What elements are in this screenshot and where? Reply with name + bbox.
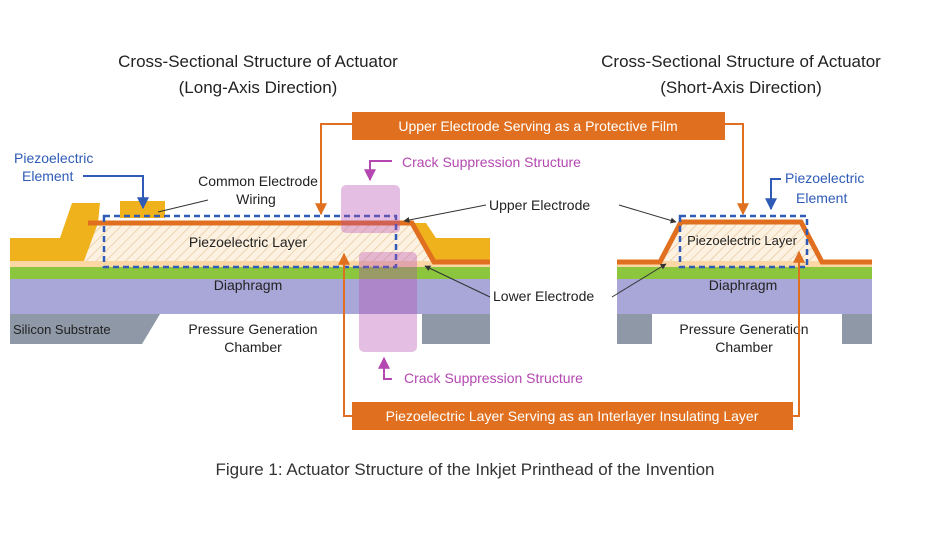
- diaphragm-right: [617, 279, 872, 314]
- figure-caption: Figure 1: Actuator Structure of the Inkj…: [216, 460, 715, 479]
- pressure-chamber-right-line2: Chamber: [715, 339, 773, 355]
- piezo-element-arrow-right: [765, 178, 781, 211]
- protective-film-box: [352, 112, 725, 140]
- insulating-arrow-left: [338, 252, 352, 417]
- silicon-substrate-left: [10, 314, 142, 344]
- piezo-layer-right-shape: [662, 222, 820, 261]
- piezo-element-arrow-left: [83, 175, 149, 210]
- right-title-line1: Cross-Sectional Structure of Actuator: [601, 52, 881, 71]
- short-axis-section: Piezoelectric Layer Diaphragm Pressure G…: [617, 170, 872, 355]
- insulating-box: [352, 402, 793, 430]
- left-title-line2: (Long-Axis Direction): [179, 78, 338, 97]
- lower-electrode-leader-right: [611, 263, 667, 298]
- pressure-chamber-left-line2: Chamber: [224, 339, 282, 355]
- piezo-element-box-right: [678, 214, 809, 269]
- diaphragm-top-green-left: [10, 267, 490, 279]
- common-electrode-label-line1: Common Electrode: [198, 173, 318, 189]
- substrate-pillar-right: [842, 314, 872, 344]
- piezo-element-label-left-line2: Element: [22, 168, 73, 184]
- silicon-substrate-slope-left: [142, 314, 160, 344]
- substrate-pillar-left: [617, 314, 652, 344]
- piezo-layer-label-left: Piezoelectric Layer: [189, 234, 308, 250]
- insulating-arrow-right: [793, 250, 805, 417]
- upper-electrode-leader-left: [403, 204, 487, 223]
- diaphragm-left: [10, 279, 490, 314]
- piezo-element-label-right-line1: Piezoelectric: [785, 170, 864, 186]
- upper-electrode-line-right: [617, 219, 872, 265]
- lower-electrode-leader-left: [424, 265, 491, 298]
- common-electrode-leader: [157, 199, 209, 213]
- left-title-line1: Cross-Sectional Structure of Actuator: [118, 52, 398, 71]
- upper-electrode-line-left: [88, 220, 490, 265]
- protective-film-label: Upper Electrode Serving as a Protective …: [398, 118, 677, 134]
- long-axis-section: Piezoelectric Layer Diaphragm Silicon Su…: [10, 150, 583, 386]
- common-electrode-label-line2: Wiring: [236, 191, 276, 207]
- piezo-layer-left-shape: [84, 223, 432, 261]
- lower-electrode-label: Lower Electrode: [493, 288, 594, 304]
- crack-suppression-top-shape: [341, 185, 400, 233]
- protective-film-arrow-left: [315, 123, 352, 216]
- common-electrode-pad: [120, 201, 165, 218]
- diaphragm-top-green-right: [617, 267, 872, 279]
- diaphragm-label-right: Diaphragm: [709, 277, 777, 293]
- crack-top-arrow: [364, 160, 392, 182]
- crack-suppression-bottom-label: Crack Suppression Structure: [404, 370, 583, 386]
- lower-electrode-left: [10, 261, 490, 267]
- pressure-chamber-right-line1: Pressure Generation: [679, 321, 808, 337]
- crack-suppression-top-label: Crack Suppression Structure: [402, 154, 581, 170]
- piezo-element-label-left-line1: Piezoelectric: [14, 150, 93, 166]
- upper-electrode-label: Upper Electrode: [489, 197, 590, 213]
- piezo-element-label-right-line2: Element: [796, 190, 847, 206]
- silicon-substrate-right-left-section: [422, 314, 490, 344]
- upper-electrode-leader-right: [618, 204, 677, 224]
- crack-bottom-arrow: [378, 356, 392, 380]
- protective-film-arrow-right: [725, 123, 749, 216]
- pressure-chamber-left-line1: Pressure Generation: [188, 321, 317, 337]
- silicon-substrate-label: Silicon Substrate: [13, 322, 111, 337]
- insulating-label: Piezoelectric Layer Serving as an Interl…: [386, 408, 759, 424]
- right-title-line2: (Short-Axis Direction): [660, 78, 822, 97]
- piezo-layer-label-right: Piezoelectric Layer: [687, 233, 797, 248]
- crack-suppression-bottom-shape: [359, 252, 417, 352]
- gold-bump-left: [10, 203, 100, 261]
- piezo-element-box-left: [102, 214, 398, 269]
- lower-electrode-right: [617, 261, 872, 267]
- diaphragm-label-left: Diaphragm: [214, 277, 282, 293]
